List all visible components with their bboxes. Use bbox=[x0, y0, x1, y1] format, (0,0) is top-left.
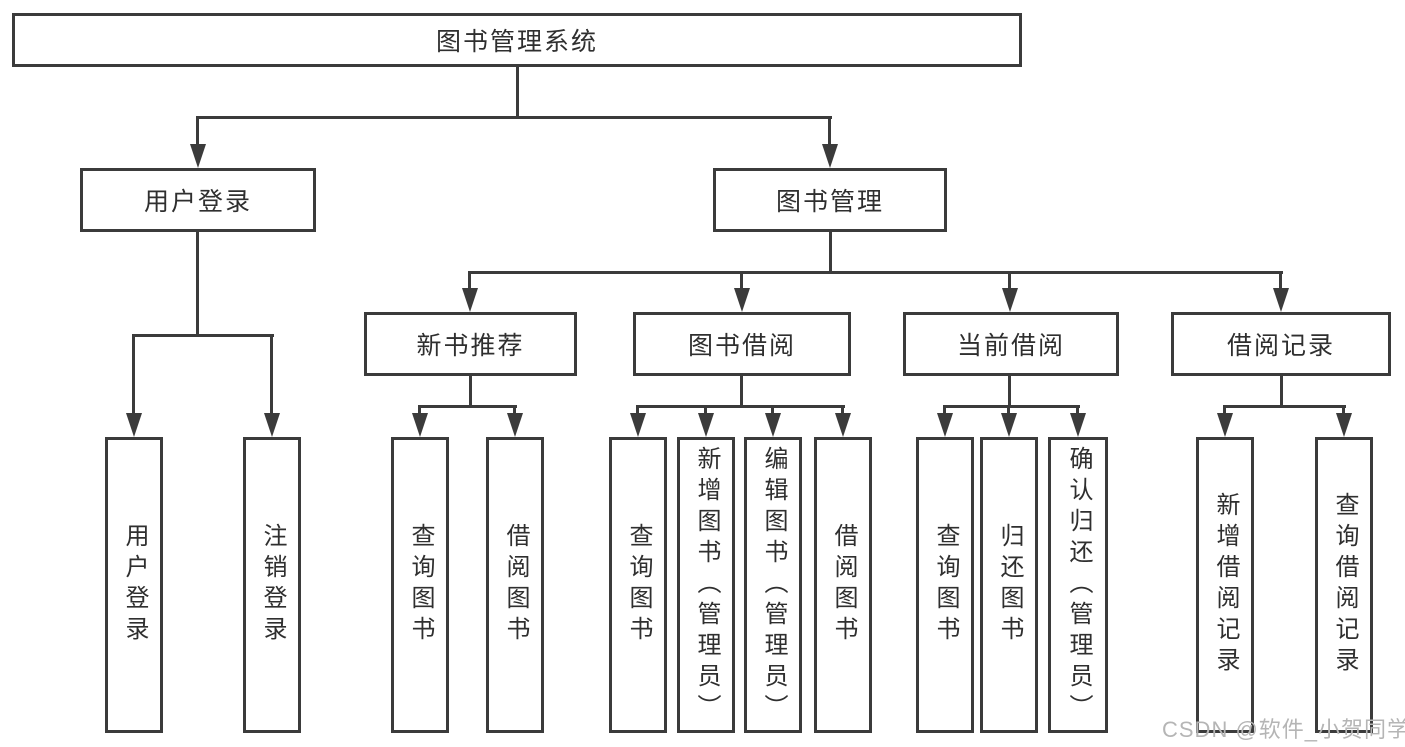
arrowhead-borrowing-records bbox=[1273, 288, 1289, 312]
connector-bookmgmt-stem bbox=[829, 232, 832, 274]
node-leaf-cb-confirm-return-admin-label: 确认归还（管理员） bbox=[1065, 445, 1092, 725]
connector-bb-horizontal bbox=[636, 405, 845, 408]
connector-cb-drop-3 bbox=[1076, 405, 1079, 415]
node-leaf-bb-borrow-books-label: 借阅图书 bbox=[830, 523, 857, 647]
connector-nbr-drop-1 bbox=[418, 405, 421, 415]
arrowhead-bb-add bbox=[698, 413, 714, 437]
connector-root-horizontal bbox=[196, 116, 832, 119]
arrowhead-book-management bbox=[822, 144, 838, 168]
node-leaf-bb-add-books-admin-label: 新增图书（管理员） bbox=[693, 445, 720, 725]
connector-nbr-horizontal bbox=[418, 405, 517, 408]
connector-bb-drop-1 bbox=[636, 405, 639, 415]
connector-bb-drop-3 bbox=[771, 405, 774, 415]
connector-br-drop-1 bbox=[1223, 405, 1226, 415]
arrowhead-br-add bbox=[1217, 413, 1233, 437]
connector-root-drop-right bbox=[828, 116, 831, 146]
node-leaf-bb-edit-books-admin: 编辑图书（管理员） bbox=[744, 437, 802, 733]
arrowhead-cb-query bbox=[937, 413, 953, 437]
node-leaf-user-login-label: 用户登录 bbox=[121, 523, 148, 647]
connector-cb-drop-1 bbox=[943, 405, 946, 415]
node-library-system-label: 图书管理系统 bbox=[435, 28, 598, 56]
connector-br-horizontal bbox=[1223, 405, 1346, 408]
arrowhead-cb-confirm bbox=[1070, 413, 1086, 437]
node-book-management: 图书管理 bbox=[713, 168, 947, 232]
node-user-login-branch-label: 用户登录 bbox=[143, 188, 252, 216]
node-borrowing-records: 借阅记录 bbox=[1171, 312, 1391, 376]
node-leaf-bb-borrow-books: 借阅图书 bbox=[814, 437, 872, 733]
node-leaf-nbr-query-books: 查询图书 bbox=[391, 437, 449, 733]
arrowhead-nbr-borrow bbox=[507, 413, 523, 437]
arrowhead-cb-return bbox=[1001, 413, 1017, 437]
node-leaf-br-query-record: 查询借阅记录 bbox=[1315, 437, 1373, 733]
connector-userlogin-horizontal bbox=[132, 334, 274, 337]
arrowhead-bb-query bbox=[630, 413, 646, 437]
node-leaf-cb-query-books: 查询图书 bbox=[916, 437, 974, 733]
arrowhead-br-query bbox=[1336, 413, 1352, 437]
node-current-borrowing: 当前借阅 bbox=[903, 312, 1119, 376]
connector-bookmgmt-horizontal bbox=[469, 271, 1283, 274]
node-leaf-br-add-record: 新增借阅记录 bbox=[1196, 437, 1254, 733]
node-current-borrowing-label: 当前借阅 bbox=[956, 332, 1065, 360]
arrowhead-new-book-recommend bbox=[462, 288, 478, 312]
node-leaf-bb-query-books-label: 查询图书 bbox=[625, 523, 652, 647]
connector-cb-horizontal bbox=[943, 405, 1080, 408]
csdn-watermark: CSDN @软件_小贺同学 bbox=[1162, 717, 1405, 742]
node-book-management-label: 图书管理 bbox=[775, 188, 884, 216]
arrowhead-current-borrowing bbox=[1002, 288, 1018, 312]
connector-bb-drop-2 bbox=[704, 405, 707, 415]
connector-br-drop-2 bbox=[1342, 405, 1345, 415]
node-leaf-bb-query-books: 查询图书 bbox=[609, 437, 667, 733]
connector-root-drop-left bbox=[196, 116, 199, 146]
node-leaf-logout-label: 注销登录 bbox=[259, 523, 286, 647]
node-leaf-bb-add-books-admin: 新增图书（管理员） bbox=[677, 437, 735, 733]
arrowhead-user-login bbox=[190, 144, 206, 168]
node-new-book-recommend: 新书推荐 bbox=[364, 312, 577, 376]
arrowhead-nbr-query bbox=[412, 413, 428, 437]
node-user-login-branch: 用户登录 bbox=[80, 168, 316, 232]
connector-bookmgmt-drop-1 bbox=[468, 271, 471, 290]
connector-root-stem bbox=[516, 67, 519, 119]
node-borrowing-records-label: 借阅记录 bbox=[1226, 332, 1335, 360]
arrowhead-bb-borrow bbox=[835, 413, 851, 437]
connector-cb-stem bbox=[1008, 376, 1011, 408]
connector-userlogin-drop-2 bbox=[270, 334, 273, 414]
node-leaf-cb-confirm-return-admin: 确认归还（管理员） bbox=[1048, 437, 1108, 733]
connector-userlogin-stem bbox=[196, 232, 199, 336]
arrowhead-login-leaf bbox=[126, 413, 142, 437]
connector-br-stem bbox=[1280, 376, 1283, 408]
node-book-borrowing-label: 图书借阅 bbox=[687, 332, 796, 360]
arrowhead-logout-leaf bbox=[264, 413, 280, 437]
arrowhead-book-borrowing bbox=[734, 288, 750, 312]
connector-nbr-stem bbox=[469, 376, 472, 408]
node-book-borrowing: 图书借阅 bbox=[633, 312, 851, 376]
connector-bookmgmt-drop-2 bbox=[740, 271, 743, 290]
node-leaf-nbr-query-books-label: 查询图书 bbox=[407, 523, 434, 647]
node-leaf-cb-return-books: 归还图书 bbox=[980, 437, 1038, 733]
node-leaf-nbr-borrow-books: 借阅图书 bbox=[486, 437, 544, 733]
connector-bookmgmt-drop-3 bbox=[1008, 271, 1011, 290]
node-leaf-cb-return-books-label: 归还图书 bbox=[996, 523, 1023, 647]
connector-userlogin-drop-1 bbox=[132, 334, 135, 414]
connector-bookmgmt-drop-4 bbox=[1279, 271, 1282, 290]
connector-bb-drop-4 bbox=[841, 405, 844, 415]
connector-cb-drop-2 bbox=[1007, 405, 1010, 415]
node-leaf-bb-edit-books-admin-label: 编辑图书（管理员） bbox=[760, 445, 787, 725]
node-new-book-recommend-label: 新书推荐 bbox=[416, 332, 525, 360]
node-leaf-nbr-borrow-books-label: 借阅图书 bbox=[502, 523, 529, 647]
arrowhead-bb-edit bbox=[765, 413, 781, 437]
node-leaf-br-query-record-label: 查询借阅记录 bbox=[1331, 492, 1358, 678]
node-leaf-logout: 注销登录 bbox=[243, 437, 301, 733]
node-leaf-br-add-record-label: 新增借阅记录 bbox=[1212, 492, 1239, 678]
connector-bb-stem bbox=[740, 376, 743, 408]
connector-nbr-drop-2 bbox=[513, 405, 516, 415]
node-leaf-cb-query-books-label: 查询图书 bbox=[932, 523, 959, 647]
node-library-system: 图书管理系统 bbox=[12, 13, 1022, 67]
node-leaf-user-login: 用户登录 bbox=[105, 437, 163, 733]
